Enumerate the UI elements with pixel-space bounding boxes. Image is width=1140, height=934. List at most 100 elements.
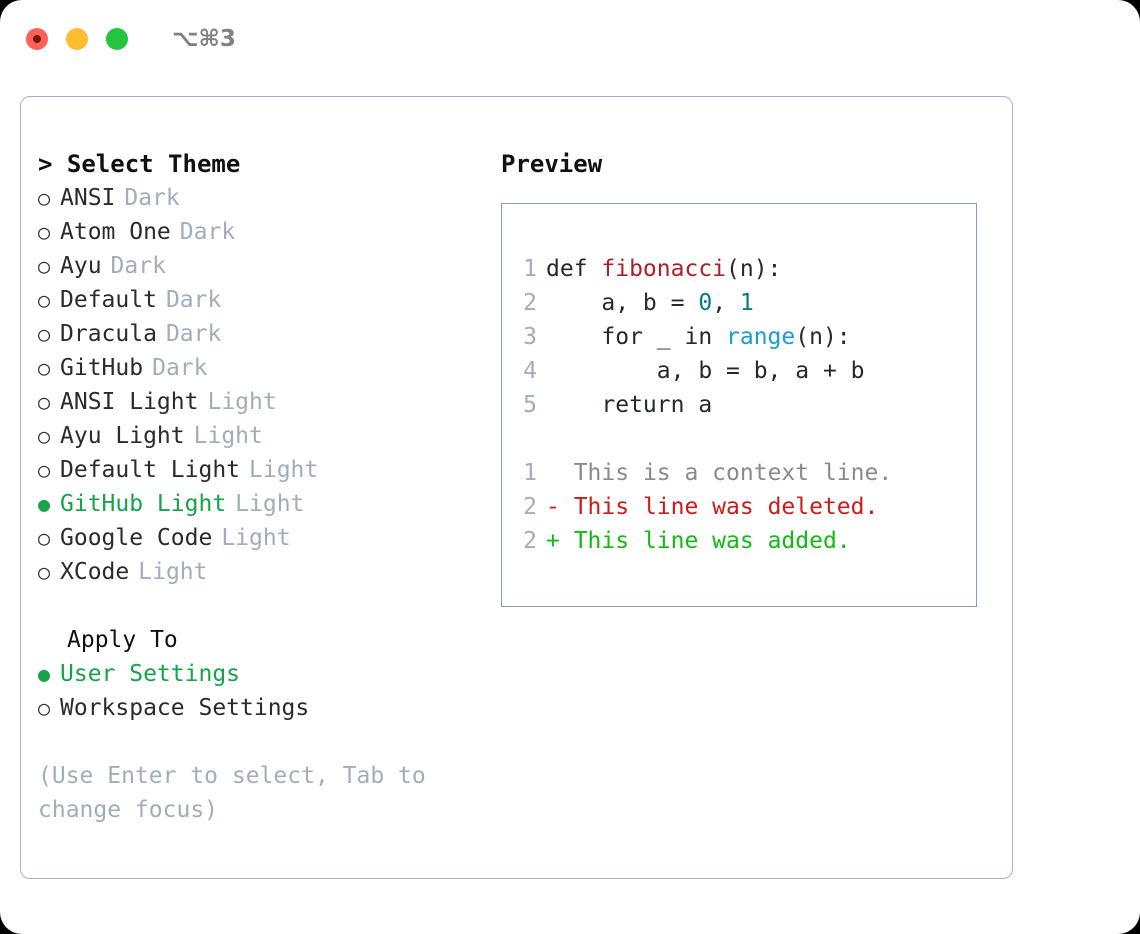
theme-variant-tag: Dark (124, 185, 180, 211)
code-token: (n): (726, 256, 782, 282)
close-button[interactable] (26, 28, 48, 50)
builtin-token: range (726, 324, 796, 350)
code-line: 3 for _ in range(n): (502, 320, 976, 354)
code-line: 2 a, b = 0, 1 (502, 286, 976, 320)
theme-variant-tag: Light (138, 559, 208, 585)
diff-added-line: 2 + This line was added. (502, 524, 976, 558)
theme-option-row[interactable]: ○ ANSI Light Light (38, 385, 478, 419)
line-number: 2 (523, 528, 537, 554)
radio-unselected-icon[interactable]: ○ (38, 424, 51, 448)
radio-unselected-icon[interactable]: ○ (38, 390, 51, 414)
line-number: 2 (523, 290, 537, 316)
theme-option-row[interactable]: ○ ANSI Dark (38, 181, 478, 215)
theme-option-row[interactable]: ○ XCode Light (38, 555, 478, 589)
keyboard-shortcut-label: ⌥⌘3 (172, 26, 236, 52)
line-number: 1 (523, 256, 537, 282)
radio-unselected-icon[interactable]: ○ (38, 526, 51, 550)
radio-unselected-icon[interactable]: ○ (38, 220, 51, 244)
theme-option-label: Dracula (60, 321, 157, 347)
code-token: , (712, 290, 740, 316)
apply-to-heading: Apply To (67, 627, 178, 653)
title-bar: ⌥⌘3 (0, 0, 1140, 78)
theme-variant-tag: Dark (165, 321, 222, 347)
code-line: 4 a, b = b, a + b (502, 354, 976, 388)
radio-unselected-icon[interactable]: ○ (38, 254, 51, 278)
line-number: 4 (523, 358, 537, 384)
number-token: 1 (739, 290, 754, 316)
theme-option-label: XCode (60, 559, 130, 585)
radio-unselected-icon[interactable]: ○ (38, 560, 51, 584)
apply-to-option-label: Workspace Settings (60, 695, 310, 721)
theme-option-label: Default (60, 287, 157, 313)
theme-variant-tag: Light (235, 491, 305, 517)
diff-marker: + (546, 528, 574, 554)
diff-context-line: 1 This is a context line. (502, 456, 976, 490)
code-token: def (546, 256, 602, 282)
code-token: for _ in (546, 324, 727, 350)
code-line: 5 return a (502, 388, 976, 422)
apply-to-option-row[interactable]: ●User Settings (38, 657, 478, 691)
theme-option-row[interactable]: ○ Google Code Light (38, 521, 478, 555)
theme-option-label: ANSI Light (60, 389, 199, 415)
radio-unselected-icon[interactable]: ○ (38, 356, 51, 380)
diff-marker: - (546, 494, 574, 520)
apply-to-option-row[interactable]: ○ Workspace Settings (38, 691, 478, 725)
minimize-button[interactable] (66, 28, 88, 50)
line-number: 1 (523, 460, 537, 486)
theme-option-row[interactable]: ○ Default Dark (38, 283, 478, 317)
window-controls (26, 28, 128, 50)
diff-marker (546, 456, 574, 490)
line-number: 2 (523, 494, 537, 520)
code-token: a, b = (546, 290, 699, 316)
theme-option-label: Ayu Light (60, 423, 185, 449)
code-line-content: a, b = 0, 1 (546, 286, 754, 320)
code-token: a, b = b, a + b (546, 358, 865, 384)
theme-option-label: GitHub Light (60, 491, 227, 517)
apply-to-list[interactable]: ●User Settings ○ Workspace Settings (38, 657, 478, 725)
code-token: return a (546, 392, 713, 418)
number-token: 0 (698, 290, 713, 316)
theme-variant-tag: Dark (152, 355, 208, 381)
theme-option-label: ANSI (60, 185, 116, 211)
theme-variant-tag: Light (207, 389, 277, 415)
line-number: 5 (523, 392, 537, 418)
radio-unselected-icon[interactable]: ○ (38, 322, 51, 346)
theme-variant-tag: Dark (110, 253, 166, 279)
radio-selected-icon[interactable]: ● (38, 662, 51, 686)
radio-unselected-icon[interactable]: ○ (38, 186, 51, 210)
theme-variant-tag: Light (249, 457, 319, 483)
diff-line-text: This line was added. (573, 528, 851, 554)
code-line-content: for _ in range(n): (546, 320, 850, 354)
theme-variant-tag: Light (221, 525, 291, 551)
radio-unselected-icon[interactable]: ○ (38, 696, 51, 720)
radio-unselected-icon[interactable]: ○ (38, 288, 51, 312)
code-line-content: return a (546, 388, 712, 422)
keyboard-hint-text: (Use Enter to select, Tab to change focu… (38, 763, 440, 823)
radio-selected-icon[interactable]: ● (38, 492, 51, 516)
maximize-button[interactable] (106, 28, 128, 50)
theme-option-row[interactable]: ● GitHub Light Light (38, 487, 478, 521)
diff-deleted-line: 2- This line was deleted. (502, 490, 976, 524)
code-diff-gap (502, 422, 976, 456)
theme-option-label: Google Code (60, 525, 213, 551)
diff-line-text: This is a context line. (573, 460, 893, 486)
theme-variant-tag: Dark (179, 219, 236, 245)
theme-variant-tag: Dark (165, 287, 222, 313)
diff-block: 1 This is a context line.2- This line wa… (502, 456, 976, 558)
radio-unselected-icon[interactable]: ○ (38, 458, 51, 482)
line-number: 3 (523, 324, 537, 350)
list-spacer (38, 589, 478, 623)
theme-option-row[interactable]: ○ Dracula Dark (38, 317, 478, 351)
code-line-content: a, b = b, a + b (546, 354, 865, 388)
